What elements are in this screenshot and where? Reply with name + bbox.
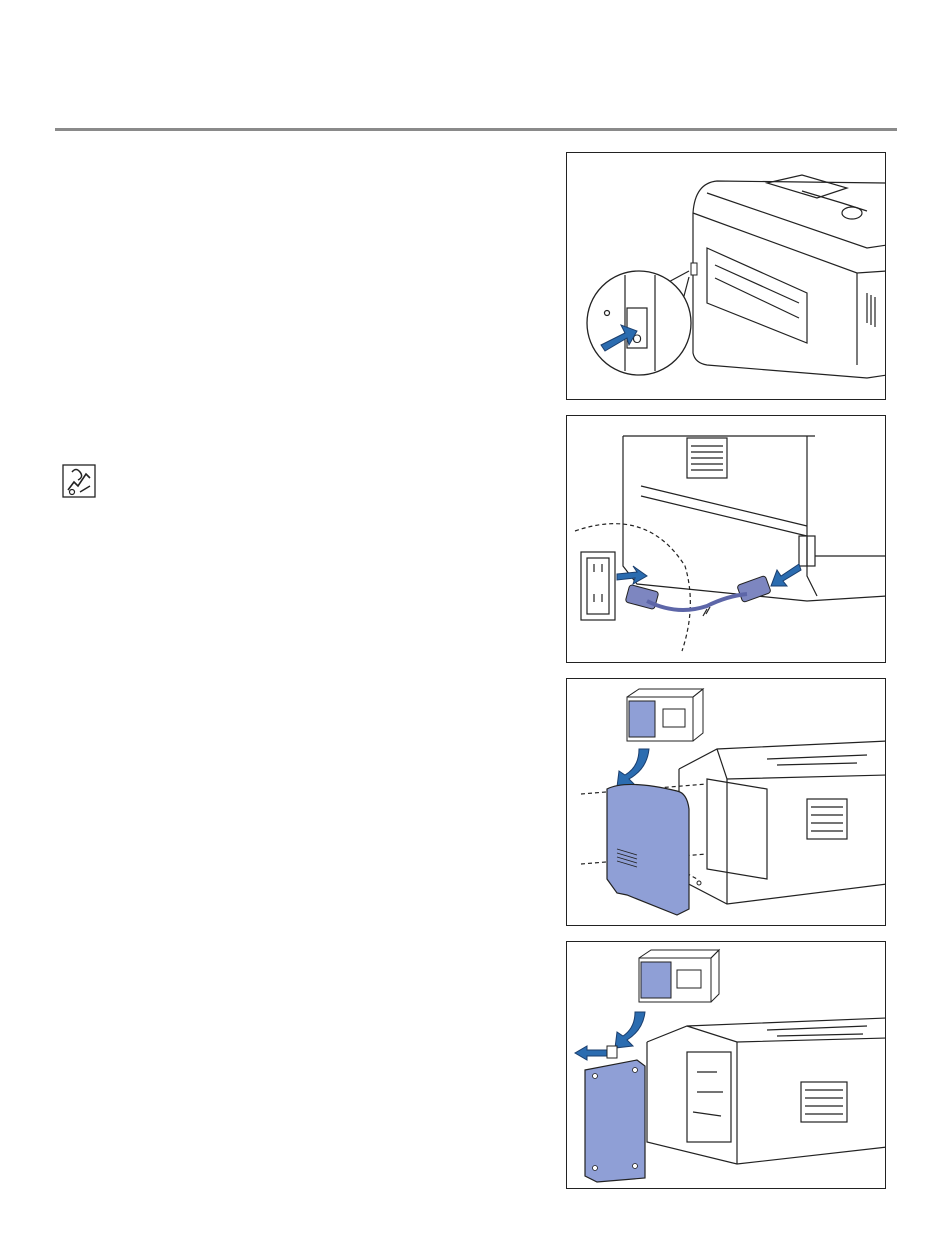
figure-remove-inner-shield [566, 941, 886, 1189]
thumbnail-highlight [641, 962, 671, 998]
remove-arrow-icon [617, 749, 649, 787]
pull-arrow-icon [617, 566, 647, 584]
unplug-arrow-icon [771, 564, 801, 586]
figure-power-switch-off: O [566, 152, 886, 400]
screw-arrow-icon [575, 1046, 607, 1060]
figure-remove-side-cover [566, 678, 886, 926]
header-rule [55, 128, 897, 131]
figure-unplug-power-cord [566, 415, 886, 663]
note-icon [62, 464, 96, 498]
thumbnail-highlight [629, 701, 655, 737]
power-cord-unplug-illustration [567, 416, 886, 663]
printer-power-switch-illustration: O [567, 153, 886, 400]
remove-arrow-icon [615, 1012, 645, 1048]
shield-plate-removal-illustration [567, 942, 886, 1189]
side-cover-removal-illustration [567, 679, 886, 926]
